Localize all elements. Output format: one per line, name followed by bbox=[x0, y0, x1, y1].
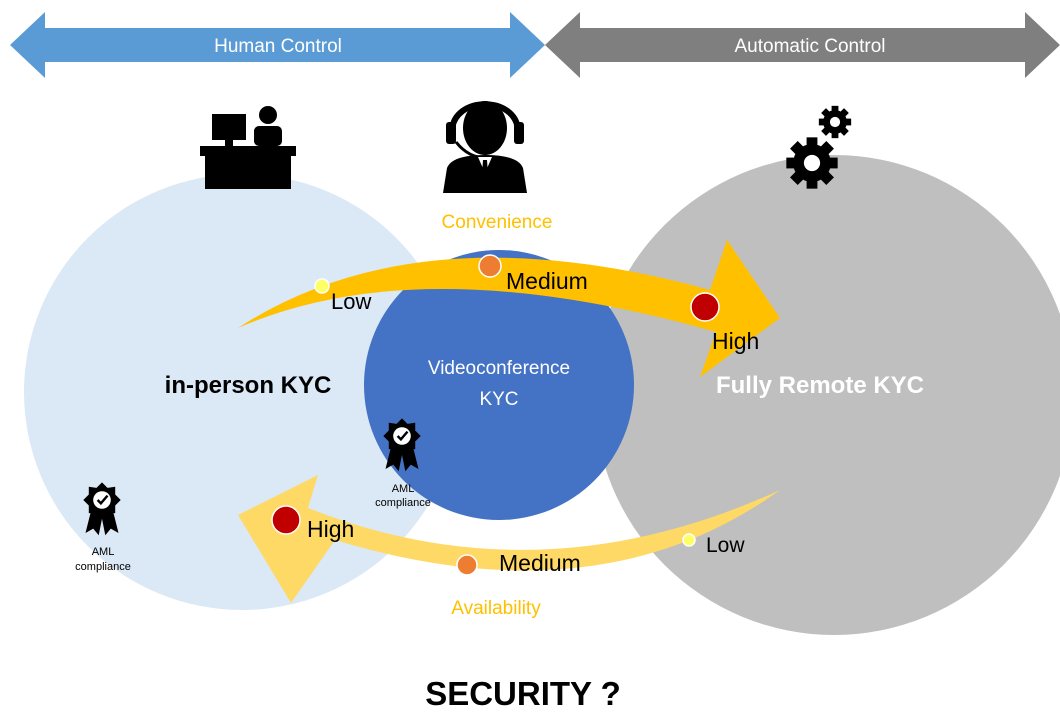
convenience-low-dot bbox=[314, 278, 330, 294]
video-kyc-label-line1: Videoconference bbox=[428, 358, 570, 379]
availability-title: Availability bbox=[451, 598, 541, 619]
automatic-control-label: Automatic Control bbox=[734, 36, 885, 57]
aml-label-center-line2: compliance bbox=[375, 497, 431, 509]
automatic-control-arrow bbox=[545, 12, 1060, 78]
availability-medium-dot bbox=[456, 554, 478, 576]
convenience-low-label: Low bbox=[331, 289, 371, 314]
aml-label-left-line1: AML bbox=[92, 546, 115, 558]
aml-label-center-line1: AML bbox=[392, 483, 415, 495]
human-control-arrow bbox=[10, 12, 545, 78]
human-control-label: Human Control bbox=[214, 36, 342, 57]
availability-low-label: Low bbox=[706, 534, 745, 557]
headset-agent-icon bbox=[443, 101, 527, 193]
convenience-arrow bbox=[238, 240, 780, 377]
convenience-high-label: High bbox=[712, 328, 759, 354]
availability-low-dot bbox=[682, 533, 696, 547]
security-title: SECURITY ? bbox=[425, 675, 621, 712]
video-kyc-label-line2: KYC bbox=[479, 389, 518, 410]
in-person-kyc-label: in-person KYC bbox=[165, 372, 332, 399]
remote-kyc-label: Fully Remote KYC bbox=[716, 372, 924, 399]
availability-arrow bbox=[238, 475, 780, 603]
availability-medium-label: Medium bbox=[499, 550, 581, 576]
convenience-medium-label: Medium bbox=[506, 268, 588, 294]
availability-high-dot bbox=[271, 505, 301, 535]
convenience-high-dot bbox=[690, 292, 720, 322]
aml-label-left-line2: compliance bbox=[75, 561, 131, 573]
video-circle bbox=[364, 250, 634, 520]
convenience-medium-dot bbox=[478, 254, 502, 278]
desk-clerk-icon bbox=[200, 106, 296, 189]
remote-circle bbox=[594, 155, 1060, 635]
convenience-title: Convenience bbox=[442, 212, 553, 233]
availability-high-label: High bbox=[307, 516, 354, 542]
